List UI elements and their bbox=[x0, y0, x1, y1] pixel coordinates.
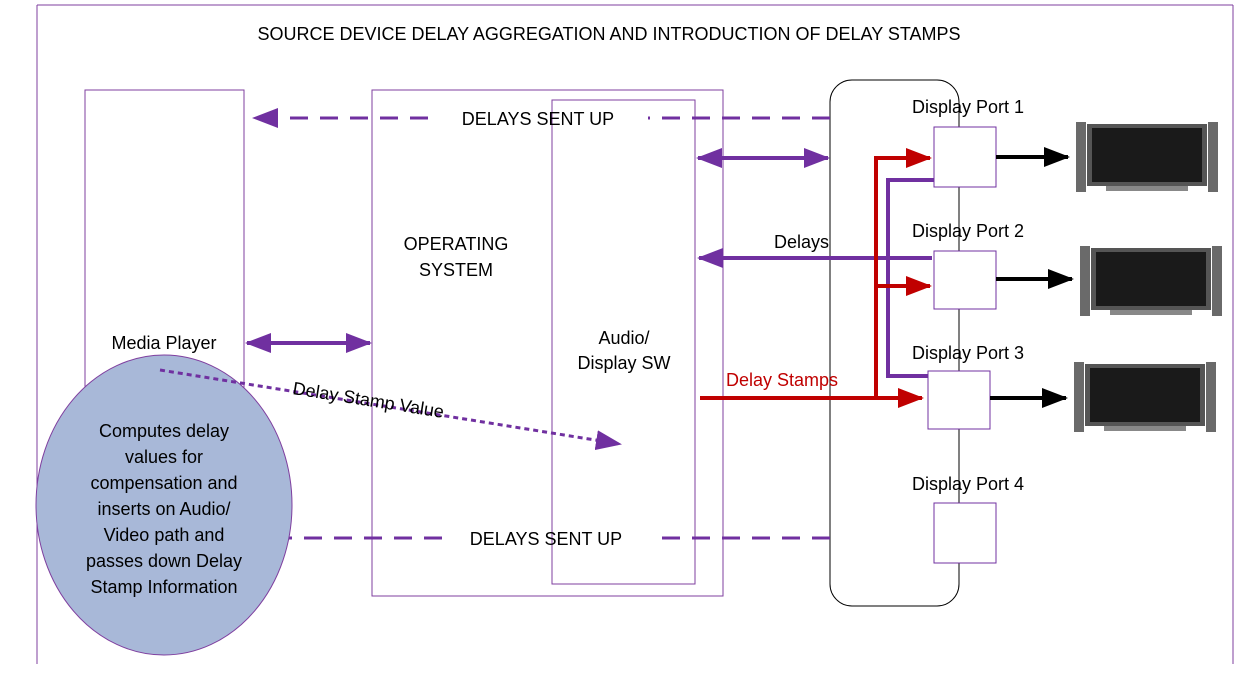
bubble-text-line-2: values for bbox=[125, 447, 203, 467]
audio-display-sw-label-line1: Audio/ bbox=[598, 328, 649, 348]
audio-display-sw-label-line2: Display SW bbox=[577, 353, 670, 373]
monitor-icon bbox=[1074, 362, 1216, 432]
display-port-3-box bbox=[927, 370, 991, 430]
display-port-4-label: Display Port 4 bbox=[912, 474, 1024, 494]
delays-sent-up-bottom-label: DELAYS SENT UP bbox=[470, 529, 622, 549]
display-port-3-label: Display Port 3 bbox=[912, 343, 1024, 363]
operating-system-label-line2: SYSTEM bbox=[419, 260, 493, 280]
bubble-text-line-5: Video path and bbox=[104, 525, 225, 545]
compute-delay-bubble bbox=[35, 354, 293, 656]
operating-system-box bbox=[371, 89, 724, 597]
display-port-4-box bbox=[933, 502, 997, 564]
display-port-1-label: Display Port 1 bbox=[912, 97, 1024, 117]
bubble-text-line-7: Stamp Information bbox=[90, 577, 237, 597]
bubble-text-line-6: passes down Delay bbox=[86, 551, 242, 571]
audio-display-sw-box bbox=[551, 99, 696, 585]
delays-label: Delays bbox=[774, 232, 829, 252]
delays-collector-line bbox=[886, 178, 934, 378]
bubble-text-line-4: inserts on Audio/ bbox=[97, 499, 230, 519]
bubble-text-line-1: Computes delay bbox=[99, 421, 229, 441]
display-hub-box bbox=[829, 79, 960, 607]
diagram-title: SOURCE DEVICE DELAY AGGREGATION AND INTR… bbox=[257, 24, 960, 44]
delay-stamp-value-arrow bbox=[159, 368, 622, 451]
media-player-label: Media Player bbox=[111, 333, 216, 353]
delay-stamp-value-label: Delay Stamp Value bbox=[291, 378, 445, 422]
delays-sent-up-top-label: DELAYS SENT UP bbox=[462, 109, 614, 129]
delay-stamps-label: Delay Stamps bbox=[726, 370, 838, 390]
display-port-1-box bbox=[933, 126, 997, 188]
display-port-2-label: Display Port 2 bbox=[912, 221, 1024, 241]
display-port-2-box bbox=[933, 250, 997, 310]
operating-system-label-line1: OPERATING bbox=[404, 234, 509, 254]
monitor-icon bbox=[1080, 246, 1222, 316]
monitor-icon bbox=[1076, 122, 1218, 192]
bubble-text-line-3: compensation and bbox=[90, 473, 237, 493]
